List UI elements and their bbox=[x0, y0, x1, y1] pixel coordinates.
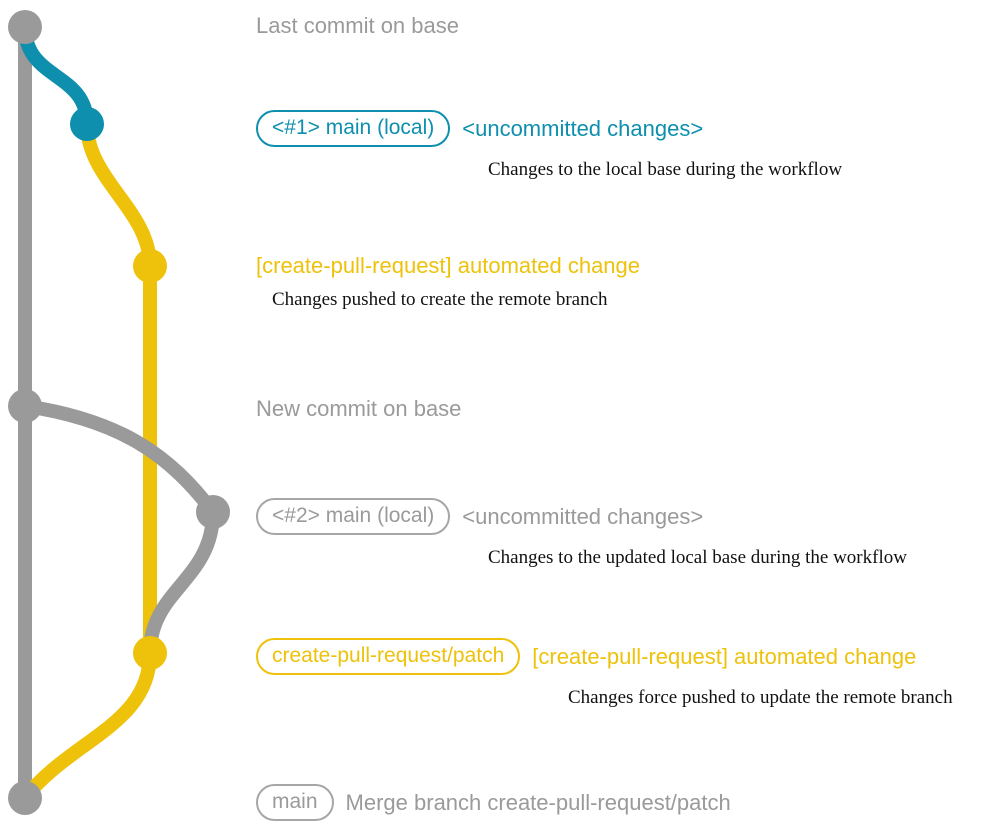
commit-entry-local-2: <#2> main (local) <uncommitted changes> C… bbox=[256, 498, 907, 567]
commit-headline: main Merge branch create-pull-request/pat… bbox=[256, 784, 731, 821]
commit-headline: <#1> main (local) <uncommitted changes> bbox=[256, 110, 842, 147]
commit-node-patch-2[interactable] bbox=[133, 636, 167, 670]
ref-pill-create-pull-request-patch[interactable]: create-pull-request/patch bbox=[256, 638, 521, 675]
commit-note: Changes force pushed to update the remot… bbox=[568, 687, 953, 708]
commit-node-merge[interactable] bbox=[8, 781, 42, 815]
commit-entry-patch-1: [create-pull-request] automated change C… bbox=[256, 253, 641, 310]
commit-subject: [create-pull-request] automated change bbox=[256, 253, 641, 278]
ref-pill-main[interactable]: main bbox=[256, 784, 334, 821]
commit-nodes bbox=[8, 10, 230, 815]
edge-local1-to-patch1 bbox=[80, 117, 157, 273]
commit-headline: <#2> main (local) <uncommitted changes> bbox=[256, 498, 907, 535]
commit-node-patch-1[interactable] bbox=[133, 249, 167, 283]
commit-entry-patch-2: create-pull-request/patch [create-pull-re… bbox=[256, 638, 953, 707]
commit-node-local-2[interactable] bbox=[196, 495, 230, 529]
ref-pill-main-local-2[interactable]: <#2> main (local) bbox=[256, 498, 451, 535]
commit-subject: Merge branch create-pull-request/patch bbox=[345, 789, 731, 815]
commit-subject: Last commit on base bbox=[256, 13, 459, 38]
commit-node-base-new[interactable] bbox=[8, 389, 42, 423]
commit-note: Changes to the updated local base during… bbox=[488, 547, 907, 568]
commit-note: Changes pushed to create the remote bran… bbox=[272, 289, 608, 310]
edge-base-to-local1 bbox=[18, 20, 94, 131]
edge-patch2-to-merge bbox=[18, 646, 157, 805]
commit-entry-merge: main Merge branch create-pull-request/pat… bbox=[256, 784, 731, 821]
edge-local2-to-patch2 bbox=[143, 505, 220, 660]
ref-pill-main-local-1[interactable]: <#1> main (local) bbox=[256, 110, 451, 147]
commit-subject: [create-pull-request] automated change bbox=[532, 643, 917, 669]
commit-entry-local-1: <#1> main (local) <uncommitted changes> C… bbox=[256, 110, 842, 179]
commit-subject: <uncommitted changes> bbox=[462, 503, 704, 529]
edge-base2-to-local2 bbox=[18, 399, 220, 519]
commit-entry-base-last: Last commit on base bbox=[256, 15, 459, 37]
commit-subject: New commit on base bbox=[256, 396, 462, 421]
commit-entry-base-new: New commit on base bbox=[256, 398, 461, 420]
commit-subject: <uncommitted changes> bbox=[462, 115, 704, 141]
commit-headline: create-pull-request/patch [create-pull-re… bbox=[256, 638, 953, 675]
commit-note: Changes to the local base during the wor… bbox=[488, 159, 843, 180]
commit-node-local-1[interactable] bbox=[70, 107, 104, 141]
commit-node-base-last[interactable] bbox=[8, 10, 42, 44]
